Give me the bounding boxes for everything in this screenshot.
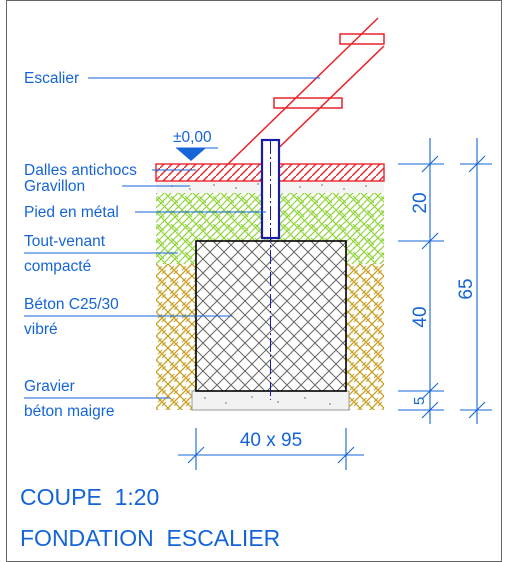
label-gravillon: Gravillon [24, 178, 85, 195]
gravel-dots [171, 183, 367, 190]
dimension-5: 5 [411, 397, 428, 405]
dimension-20: 20 [410, 192, 431, 213]
label-beton-maigre: béton maigre [24, 403, 114, 420]
dimension-footing-width [178, 428, 364, 470]
level-label: ±0,00 [173, 129, 212, 146]
staircase [227, 17, 385, 165]
dimension-40: 40 [410, 306, 431, 327]
dimension-footing-label: 40 x 95 [240, 430, 302, 451]
lean-concrete-dots [204, 396, 331, 405]
leader-lines [24, 77, 320, 399]
dimension-chain-right [460, 138, 492, 424]
label-gravier: Gravier [24, 378, 75, 395]
label-compacte: compacté [24, 258, 91, 275]
label-vibre: vibré [24, 321, 58, 338]
level-marker-icon [176, 148, 206, 161]
label-escalier: Escalier [24, 70, 79, 87]
label-tout-venant: Tout-venant [24, 233, 106, 250]
dimension-chain-left [398, 138, 444, 424]
title-line-1: COUPE 1:20 [20, 484, 159, 510]
label-beton: Béton C25/30 [24, 296, 119, 313]
label-pied-en-metal: Pied en métal [24, 204, 119, 221]
soil-left [156, 264, 196, 410]
dimension-65: 65 [456, 278, 477, 299]
soil-right [346, 264, 384, 410]
label-dalles-antichocs: Dalles antichocs [24, 162, 137, 179]
compacted-fill-right [346, 241, 384, 264]
title-line-2: FONDATION ESCALIER [20, 525, 280, 551]
